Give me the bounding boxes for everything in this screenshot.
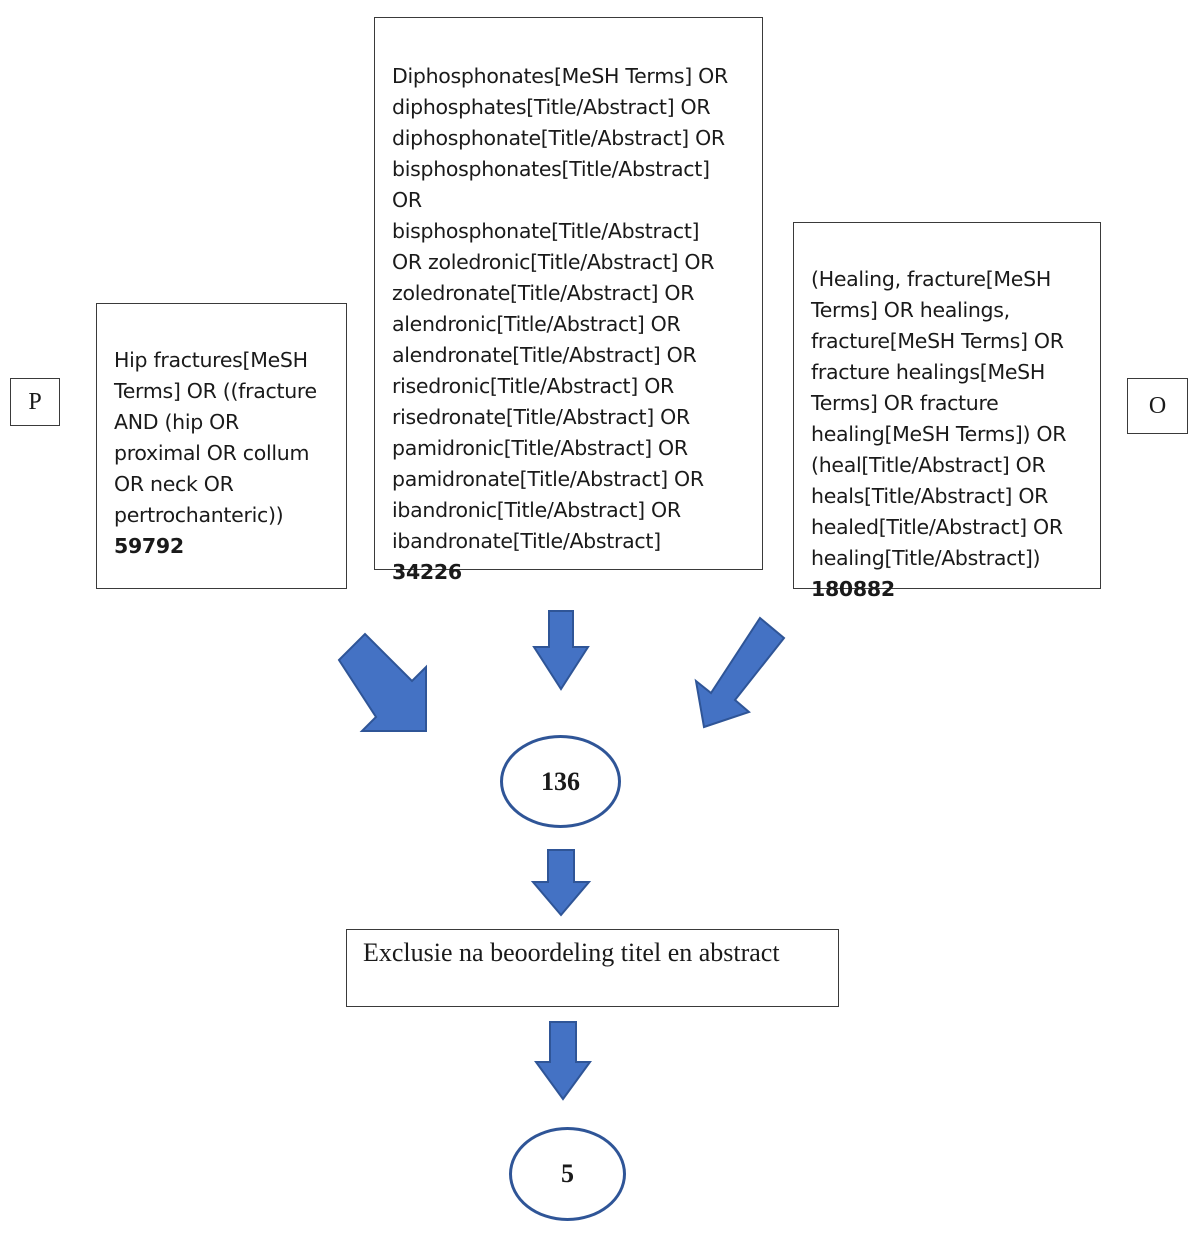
population-letter: P <box>28 388 42 415</box>
intervention-query-text: Diphosphonates[MeSH Terms] OR diphosphat… <box>392 64 728 553</box>
outcome-letter-box: O <box>1127 378 1188 434</box>
outcome-query-text: (Healing, fracture[MeSH Terms] OR healin… <box>811 267 1067 570</box>
population-query-text: Hip fractures[MeSH Terms] OR ((fracture … <box>114 348 317 527</box>
population-count: 59792 <box>114 534 184 558</box>
outcome-letter: O <box>1148 392 1167 419</box>
combined-result-value: 136 <box>541 766 580 796</box>
exclusion-step-box: Exclusie na beoordeling titel en abstrac… <box>346 929 839 1007</box>
center-down-arrow <box>532 610 590 691</box>
combined-result-ellipse: 136 <box>500 735 621 828</box>
outcome-query-box: (Healing, fracture[MeSH Terms] OR healin… <box>793 222 1101 601</box>
right-diagonal-arrow <box>694 616 786 729</box>
down-arrow-to-exclusion <box>530 849 592 917</box>
population-query-box: Hip fractures[MeSH Terms] OR ((fracture … <box>96 303 347 589</box>
intervention-query-box: Diphosphonates[MeSH Terms] OR diphosphat… <box>374 17 763 584</box>
population-letter-box: P <box>10 378 60 426</box>
exclusion-step-text: Exclusie na beoordeling titel en abstrac… <box>363 938 780 967</box>
left-diagonal-arrow <box>337 632 427 732</box>
down-arrow-to-final <box>534 1021 592 1101</box>
intervention-count: 34226 <box>392 560 462 584</box>
final-result-ellipse: 5 <box>509 1127 626 1221</box>
final-result-value: 5 <box>561 1159 574 1188</box>
outcome-count: 180882 <box>811 577 895 601</box>
